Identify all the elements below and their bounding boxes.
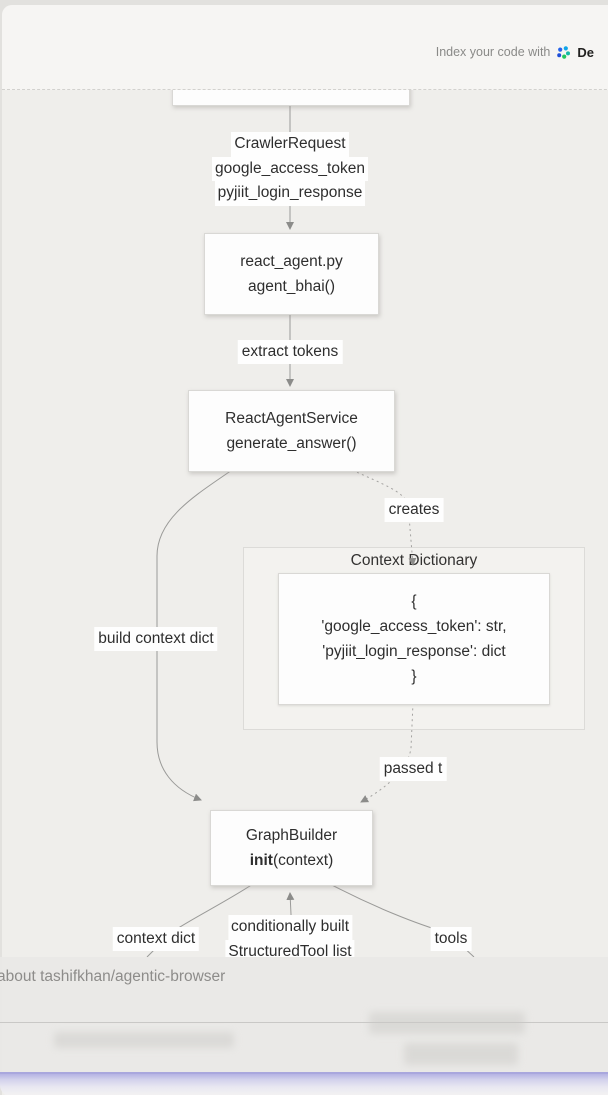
graph-builder-title: GraphBuilder [245, 827, 338, 844]
edge-passed-to [360, 702, 414, 803]
dict-line3: 'pyjiit_login_response': dict [322, 643, 506, 660]
edge-label-conditionally-built: conditionally built StructuredTool list [225, 915, 355, 965]
devin-index-banner[interactable]: Index your code with De [436, 41, 594, 63]
node-graph-builder[interactable]: GraphBuilder init(context) [210, 810, 373, 886]
node-react-agent-line2: agent_bhai() [247, 278, 336, 295]
request-payload-line3: pyjiit_login_response [214, 181, 366, 207]
edge-build-context-dict [156, 469, 233, 802]
edge-label-extract-tokens: extract tokens [237, 340, 343, 364]
node-service-line1: ReactAgentService [225, 410, 358, 427]
conditionally-built-line1: conditionally built [227, 915, 353, 940]
graph-builder-fn-rest: (context) [272, 852, 334, 869]
blurred-diagram-content [404, 1043, 518, 1065]
ask-overlay[interactable]: about tashifkhan/agentic-browser [0, 957, 608, 1073]
dict-line4: } [411, 668, 417, 685]
edge-label-context-dict: context dict [112, 927, 200, 951]
ask-input-focus-edge[interactable] [0, 1072, 608, 1095]
edge-label-request-payload: CrawlerRequest google_access_token pyjii… [212, 132, 368, 207]
edge-label-tools: tools [430, 927, 472, 951]
edge-label-creates: creates [384, 498, 444, 522]
edge-label-passed-to: passed t [379, 757, 447, 781]
node-service-line2: generate_answer() [226, 435, 357, 452]
node-dict-literal[interactable]: { 'google_access_token': str, 'pyjiit_lo… [278, 573, 550, 705]
blurred-diagram-content [54, 1032, 234, 1048]
dict-line1: { [411, 593, 417, 610]
request-payload-line1: CrawlerRequest [231, 132, 349, 157]
brand-text-partial: De [577, 44, 594, 60]
graph-builder-fn-bold: init [249, 852, 273, 869]
node-react-agent-service[interactable]: ReactAgentService generate_answer() [188, 390, 395, 472]
overlay-divider [0, 1022, 608, 1023]
graph-builder-fn: init(context) [250, 848, 334, 873]
ask-prompt-text: about tashifkhan/agentic-browser [0, 968, 226, 985]
node-react-agent-line1: react_agent.py [240, 253, 343, 270]
edge-label-build-context-dict: build context dict [94, 627, 218, 651]
dict-line2: 'google_access_token': str, [321, 618, 507, 635]
banner-text: Index your code with [435, 45, 551, 59]
request-payload-line2: google_access_token [212, 156, 368, 182]
blurred-diagram-content [369, 1012, 525, 1034]
devin-logo-icon [556, 45, 571, 60]
node-react-agent[interactable]: react_agent.py agent_bhai() [204, 233, 379, 315]
page-header: Index your code with De [2, 5, 608, 90]
